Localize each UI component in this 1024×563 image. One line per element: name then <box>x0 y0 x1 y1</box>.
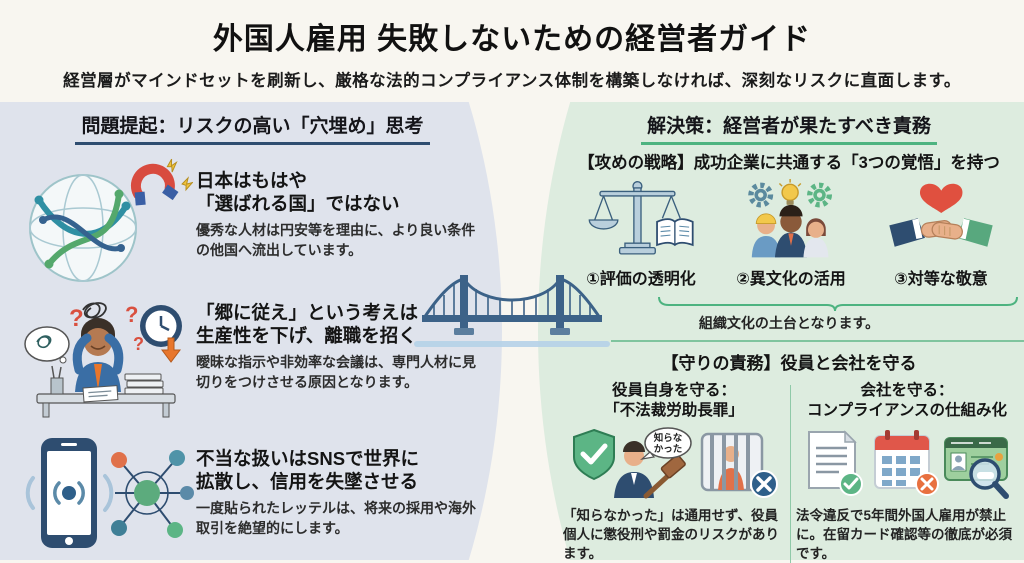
resolution-cross-culture: ②異文化の活用 <box>717 179 865 289</box>
businessman-person <box>774 204 808 258</box>
clock-down-icon <box>140 305 182 363</box>
defense-col-executive: 役員自身を守る： 「不法裁労助長罪」 <box>563 381 785 563</box>
shield-check-icon <box>573 429 615 481</box>
offense-strategy-heading: 【攻めの戦略】成功企業に共通する「3つの覚悟」を持つ <box>578 154 1000 172</box>
defense-columns: 役員自身を守る： 「不法裁労助長罪」 <box>563 381 1019 563</box>
water-line <box>414 341 610 347</box>
defense-heading: 【守りの責務】役員と会社を守る <box>661 354 917 373</box>
resolution-label: ②異文化の活用 <box>736 271 846 288</box>
page-subtitle: 経営層がマインドセットを刷新し、厳格な法的コンプライアンス体制を構築しなければ、… <box>63 72 961 90</box>
diverse-team-gears-icon <box>748 179 832 258</box>
heart-icon <box>920 183 963 214</box>
document-check-icon <box>808 430 863 497</box>
three-resolutions-row: ①評価の透明化 <box>567 179 1015 289</box>
resolution-label: ①評価の透明化 <box>586 271 696 288</box>
handshake-heart-icon <box>889 183 993 247</box>
woman-person <box>803 218 829 258</box>
worker-person <box>751 213 781 258</box>
stressed-worker-clock-icon: ? ? ? <box>18 292 196 424</box>
compliance-icons <box>808 430 1009 500</box>
item-title: 日本はもはや 「選ばれる国」ではない <box>196 170 400 214</box>
item-body: 曖昧な指示や非効率な会議は、専門人材に見切りをつけさせる原因となります。 <box>196 354 476 390</box>
gavel-icon <box>643 454 686 499</box>
page-title: 外国人雇用 失敗しないための経営者ガイド <box>212 23 812 56</box>
svg-text:知らな: 知らな <box>653 432 683 444</box>
question-mark: ? <box>125 302 138 327</box>
magnet-icon <box>130 158 193 206</box>
solution-heading: 解決策：経営者が果たすべき責務 <box>563 111 1015 145</box>
smartphone-sns-network-icon <box>18 434 196 552</box>
resolution-respect: ③対等な敬意 <box>867 179 1015 289</box>
brace-connector <box>658 296 1018 312</box>
offense-caption: 組織文化の土台となります。 <box>698 315 880 331</box>
problem-item-brain-drain: 日本はもはや 「選ばれる国」ではない 優秀な人材は円安等を理由に、より良い条件の… <box>18 158 478 286</box>
globe-network-magnet-icon <box>18 158 196 286</box>
defense-col-company: 会社を守る： コンプライアンスの仕組み化 <box>796 381 1018 563</box>
resolution-label: ③対等な敬意 <box>894 271 988 288</box>
column-body: 法令違反で5年間外国人雇用が禁止に。在留カード確認等の徹底が必須です。 <box>796 508 1012 561</box>
resolution-transparency: ①評価の透明化 <box>567 179 715 289</box>
problem-section: 問題提起：リスクの高い「穴埋め」思考 <box>0 102 505 560</box>
gear-icon <box>807 182 832 208</box>
item-body: 一度貼られたレッテルは、将来の採用や海外取引を絶望的にします。 <box>196 500 476 536</box>
column-title: 役員自身を守る： 「不法裁労助長罪」 <box>604 382 744 420</box>
header: 外国人雇用 失敗しないための経営者ガイド 経営層がマインドセットを刷新し、厳格な… <box>0 0 1024 102</box>
open-book-icon <box>656 218 694 247</box>
executive-person <box>614 441 654 499</box>
residence-card-icon <box>944 437 1009 500</box>
person <box>72 318 124 392</box>
item-body: 優秀な人材は円安等を理由に、より良い条件の他国へ流出しています。 <box>196 222 476 258</box>
scales-book-icon <box>588 181 694 255</box>
jail-icon <box>700 433 764 492</box>
gear-icon <box>748 182 774 208</box>
problem-heading: 問題提起：リスクの高い「穴埋め」思考 <box>0 111 505 145</box>
question-mark: ? <box>69 305 84 332</box>
magnifier-icon <box>969 458 1009 500</box>
column-body: 「知らなかった」は通用せず、役員個人に懲役刑や罰金のリスクがあります。 <box>563 508 779 561</box>
speech-bubble: 知らな かった <box>640 427 692 461</box>
x-badge-icon <box>750 470 778 499</box>
item-title: 不当な扱いはSNSで世界に 拡散し、信用を失墜させる <box>196 448 420 492</box>
lightbulb-icon <box>778 179 802 205</box>
item-title: 「郷に従え」という考えは 生産性を下げ、離職を招く <box>196 302 419 346</box>
section-divider <box>611 340 1024 342</box>
bridge-icon <box>422 275 602 335</box>
problem-item-sns-risk: 不当な扱いはSNSで世界に 拡散し、信用を失墜させる 一度貼られたレッテルは、将… <box>18 434 478 552</box>
liability-icons: 知らな かった <box>573 427 778 499</box>
question-mark: ? <box>133 334 144 354</box>
column-divider <box>790 385 791 563</box>
svg-text:かった: かった <box>654 444 683 455</box>
problem-item-productivity: ? ? ? <box>18 292 478 424</box>
solution-section: 解決策：経営者が果たすべき責務 【攻めの戦略】成功企業に共通する「3つの覚悟」を… <box>505 102 1024 563</box>
column-title: 会社を守る： コンプライアンスの仕組み化 <box>806 382 1008 420</box>
calendar-x-icon <box>874 430 939 497</box>
